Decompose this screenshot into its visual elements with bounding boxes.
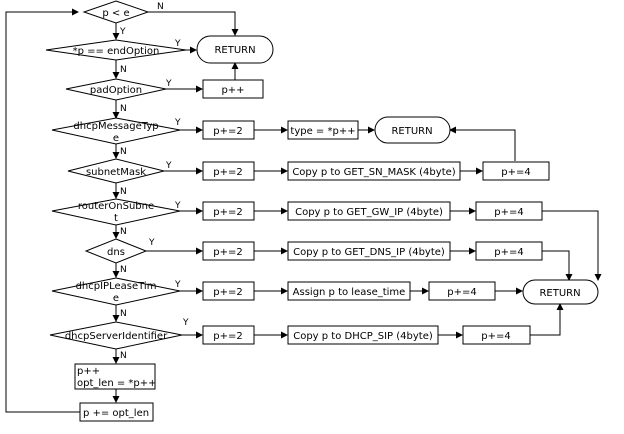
label-n-dns: N: [120, 265, 127, 275]
process-lease-assign-label: Assign p to lease_time: [293, 287, 406, 298]
decision-router: routerOnSubne t: [51, 198, 181, 226]
process-router-p4-label: p+=4: [494, 207, 523, 218]
decision-subnet-mask: subnetMask: [67, 158, 165, 184]
process-advance-label: p += opt_len: [83, 408, 149, 419]
process-mask-p4: p+=4: [482, 161, 550, 181]
decision-dns: dns: [84, 238, 148, 264]
label-n-type: N: [120, 147, 127, 157]
label-y-dns: Y: [148, 238, 155, 248]
decision-p-lt-e-label: p < e: [102, 8, 129, 19]
decision-message-type-label-1: dhcpMessageTyp: [73, 121, 158, 132]
process-lease-p2-label: p+=2: [213, 287, 242, 298]
process-pad-inc: p++: [202, 79, 264, 99]
label-n-end: N: [120, 65, 127, 75]
decision-end-option: *p == endOption: [45, 39, 187, 61]
process-server-copy-label: Copy p to DHCP_SIP (4byte): [293, 331, 433, 342]
process-router-p2-label: p+=2: [213, 207, 242, 218]
loop-back-line: [5, 8, 80, 413]
label-n-server: N: [120, 351, 127, 361]
label-y-lease: Y: [174, 280, 181, 290]
process-dns-p2-label: p+=2: [213, 247, 242, 258]
label-n-mask: N: [120, 187, 127, 197]
label-y-pe: Y: [119, 27, 126, 37]
label-y-server: Y: [182, 318, 189, 328]
line-dns-return: [542, 250, 573, 281]
terminal-return-mid: RETURN: [374, 116, 451, 144]
label-y-end: Y: [174, 39, 181, 49]
process-type-p2: p+=2: [202, 120, 255, 140]
decision-router-label-2: t: [114, 213, 118, 224]
terminal-return-right-label: RETURN: [539, 288, 580, 299]
process-default-label-2: opt_len = *p++: [77, 378, 157, 389]
decision-lease-time-label-2: e: [113, 293, 119, 304]
process-dns-p4-label: p+=4: [494, 247, 523, 258]
process-server-p2: p+=2: [202, 325, 255, 345]
label-n-pe: N: [157, 2, 164, 12]
process-dns-copy-label: Copy p to GET_DNS_IP (4byte): [293, 247, 445, 258]
process-server-p2-label: p+=2: [213, 331, 242, 342]
process-advance: p += opt_len: [79, 402, 154, 422]
process-type-p2-label: p+=2: [213, 126, 242, 137]
connectors: [5, 8, 602, 413]
label-y-router: Y: [174, 201, 181, 211]
label-y-mask: Y: [165, 161, 172, 171]
decision-lease-time-label-1: dhcpIPLeaseTim: [76, 281, 157, 292]
process-dns-p4: p+=4: [475, 241, 543, 261]
decision-p-lt-e: p < e: [82, 0, 150, 24]
process-router-copy: Copy p to GET_GW_IP (4byte): [287, 201, 451, 221]
terminal-return-top: RETURN: [196, 35, 274, 64]
terminal-return-mid-label: RETURN: [391, 126, 432, 137]
branch-labels: N Y Y N Y N Y N Y N Y N Y N Y N Y N: [119, 2, 189, 361]
process-lease-assign: Assign p to lease_time: [287, 281, 411, 301]
line-pe-no: [148, 11, 239, 36]
process-router-p2: p+=2: [202, 201, 255, 221]
decision-pad-option: padOption: [65, 78, 167, 101]
decision-lease-time: dhcpIPLeaseTim e: [51, 277, 181, 306]
process-mask-p2: p+=2: [202, 161, 255, 181]
terminal-return-right: RETURN: [522, 279, 599, 305]
decision-router-label-1: routerOnSubne: [78, 201, 154, 212]
process-mask-copy: Copy p to GET_SN_MASK (4byte): [287, 161, 461, 181]
process-server-copy: Copy p to DHCP_SIP (4byte): [287, 325, 439, 345]
decision-dns-label: dns: [107, 247, 125, 258]
decision-server-id: dhcpServerIdentifier: [49, 321, 183, 350]
process-dns-p2: p+=2: [202, 241, 255, 261]
label-n-lease: N: [120, 309, 127, 319]
decision-message-type-label-2: e: [113, 133, 119, 144]
process-mask-p2-label: p+=2: [213, 167, 242, 178]
process-type-assign-label: type = *p++: [290, 126, 355, 137]
process-server-p4-label: p+=4: [481, 331, 510, 342]
process-mask-p4-label: p+=4: [501, 167, 530, 178]
decision-subnet-mask-label: subnetMask: [86, 167, 146, 178]
process-pad-inc-label: p++: [221, 85, 244, 96]
label-n-pad: N: [120, 104, 127, 114]
decision-pad-option-label: padOption: [90, 85, 142, 96]
process-mask-copy-label: Copy p to GET_SN_MASK (4byte): [292, 167, 455, 178]
decision-end-option-label: *p == endOption: [73, 46, 160, 57]
terminal-return-top-label: RETURN: [214, 45, 255, 56]
process-default-label-1: p++: [77, 366, 100, 377]
process-router-p4: p+=4: [475, 201, 543, 221]
decision-server-id-label: dhcpServerIdentifier: [65, 331, 168, 342]
process-lease-p4-label: p+=4: [447, 287, 476, 298]
process-lease-p2: p+=2: [202, 281, 255, 301]
label-y-type: Y: [174, 118, 181, 128]
process-dns-copy: Copy p to GET_DNS_IP (4byte): [287, 241, 451, 261]
process-server-p4: p+=4: [462, 325, 531, 345]
process-default: p++ opt_len = *p++: [74, 363, 157, 390]
process-lease-p4: p+=4: [428, 281, 496, 301]
process-router-copy-label: Copy p to GET_GW_IP (4byte): [295, 207, 443, 218]
line-router-return: [542, 210, 602, 281]
label-y-pad: Y: [165, 79, 172, 89]
label-n-router: N: [120, 227, 127, 237]
decision-message-type: dhcpMessageTyp e: [51, 117, 181, 145]
line-server-return: [530, 303, 564, 336]
line-mask-return: [449, 126, 516, 161]
process-type-assign: type = *p++: [287, 120, 359, 140]
